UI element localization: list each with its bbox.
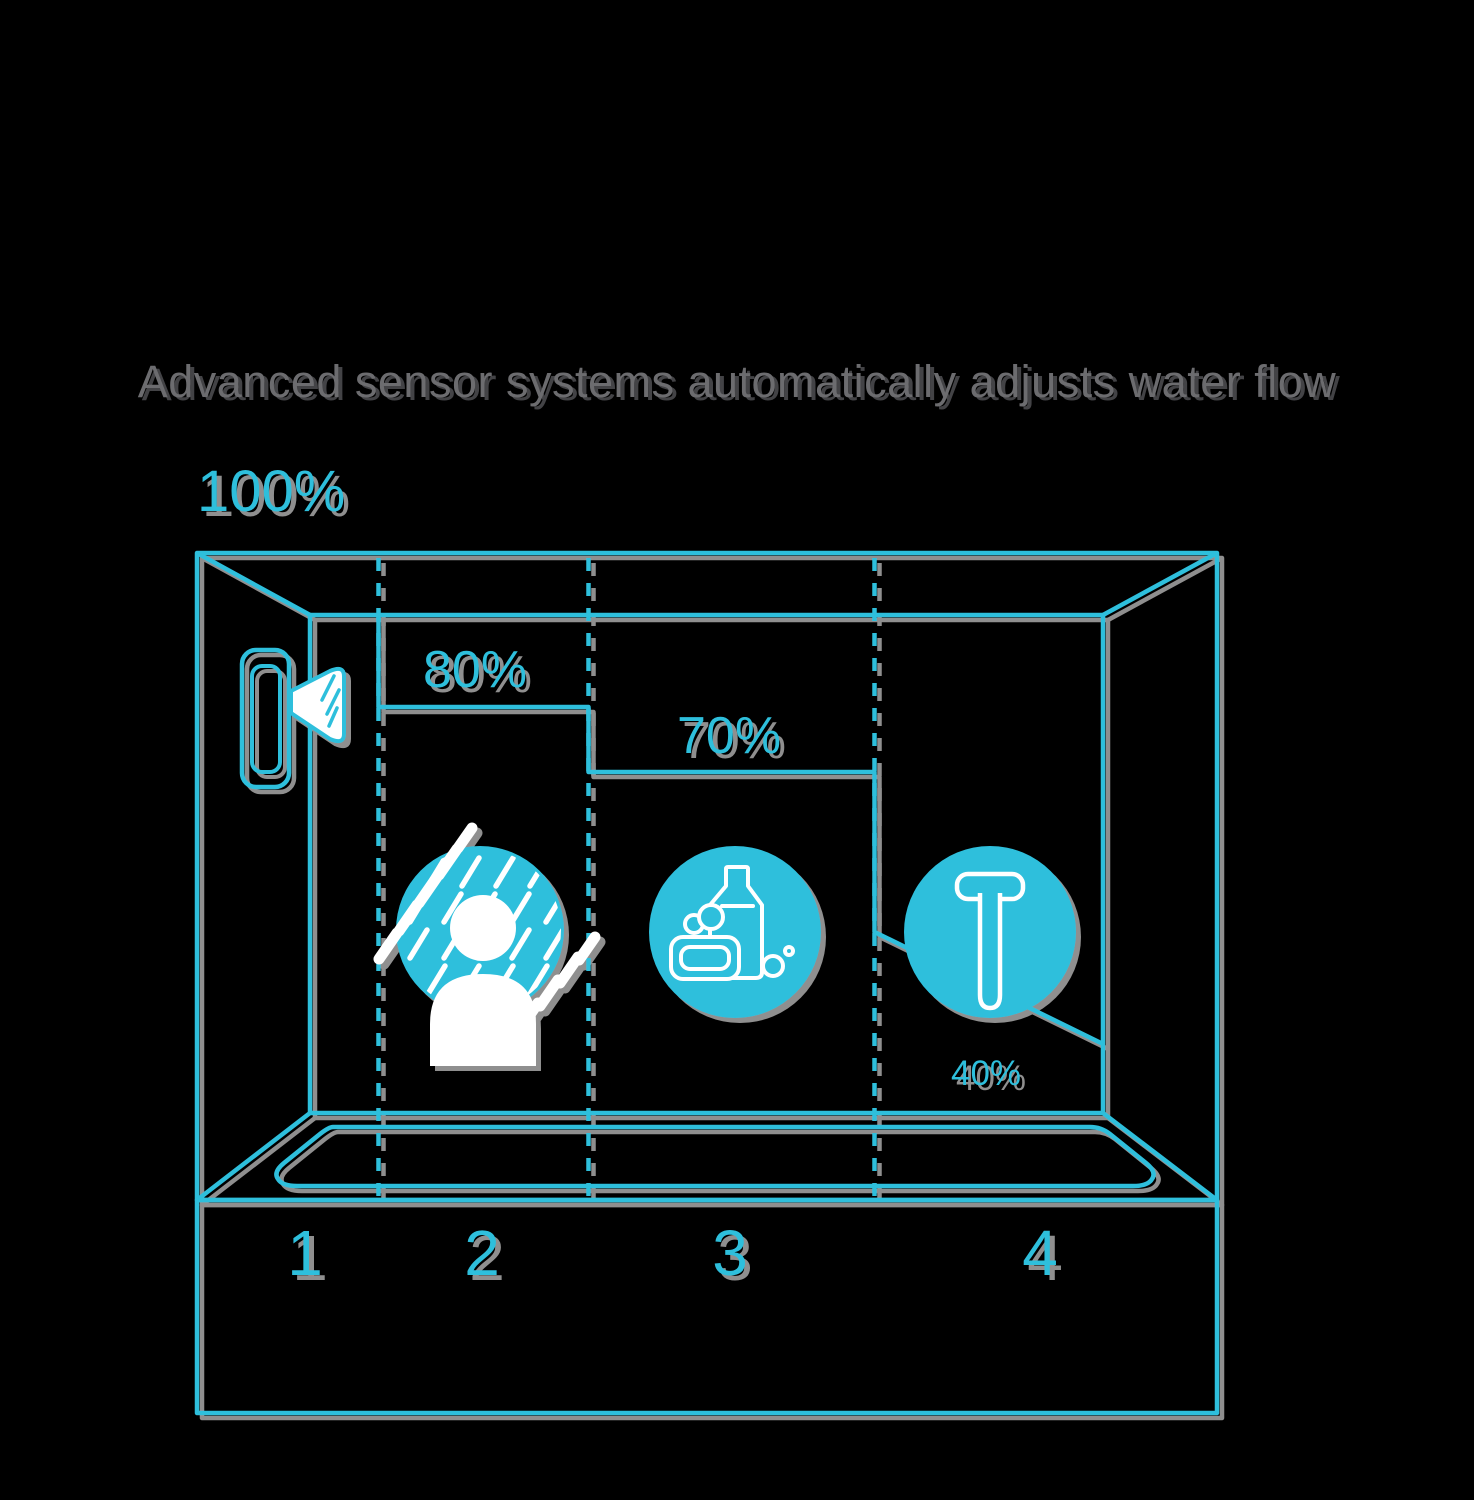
zone-number-1: 1 (287, 1217, 323, 1289)
flow-label-zone2: 80% (423, 641, 528, 699)
soap-bubble (697, 903, 725, 931)
bubble-small (783, 945, 795, 957)
soap-bar-inner (679, 945, 731, 971)
back-wall-outline (307, 612, 1106, 1116)
zone-number-2: 2 (464, 1217, 500, 1289)
person-body (430, 974, 536, 1066)
flow-label-zone4: 40% (951, 1054, 1022, 1093)
shower-head-icon (239, 647, 346, 790)
zone-legend-panel (194, 1197, 1220, 1416)
soap-circle-badge (649, 846, 821, 1018)
soap-shampoo-icon (649, 846, 821, 1018)
flow-step-line (376, 615, 1104, 1047)
razor-handle-fill (980, 893, 1000, 1008)
person-showering-icon (373, 822, 601, 1066)
bubble (761, 954, 785, 978)
perspective-edges (195, 551, 1219, 1202)
page-title: Advanced sensor systems automatically ad… (137, 356, 1337, 407)
razor-icon (904, 846, 1076, 1018)
razor-handle (977, 893, 1003, 1011)
person-head (450, 895, 516, 961)
flow-label-zone1: 100% (197, 459, 346, 524)
zone-number-3: 3 (712, 1217, 748, 1289)
floor-tray-outline (274, 1124, 1156, 1189)
zone-number-4: 4 (1022, 1217, 1058, 1289)
flow-label-zone3: 70% (677, 707, 782, 765)
spray-dashes (373, 822, 601, 1035)
shower-stall-outline (194, 550, 1220, 1416)
